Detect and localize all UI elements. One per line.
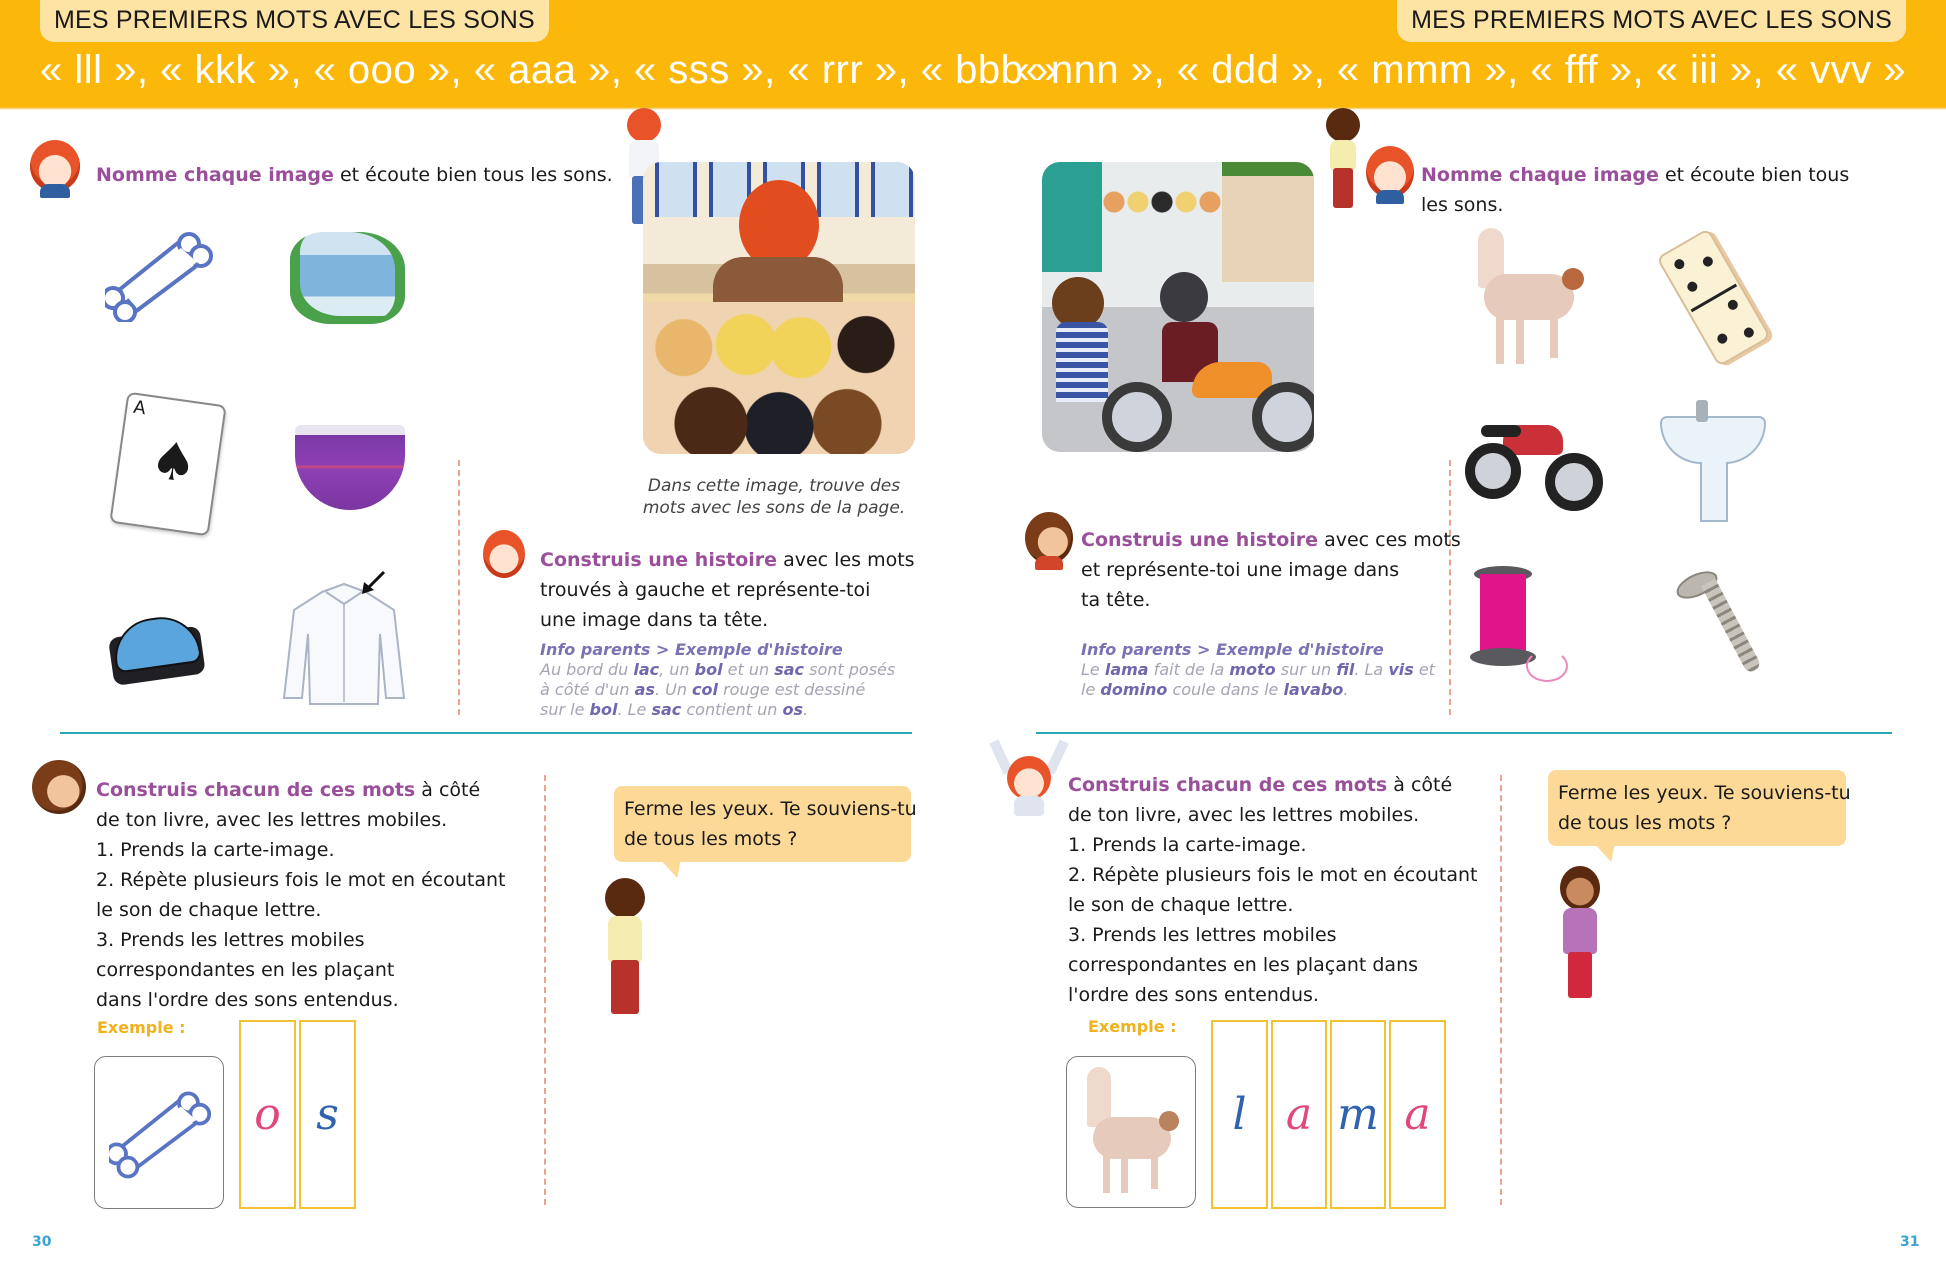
rider-helmet	[1160, 272, 1208, 322]
domino-icon	[1630, 218, 1791, 379]
build-words-instruction: Construis chacun de ces mots à côté de t…	[96, 779, 506, 1011]
letter-tile: o	[239, 1020, 296, 1209]
page-number-left: 30	[32, 1234, 52, 1250]
name-images-instruction: Nomme chaque image et écoute bien tous l…	[1421, 164, 1850, 216]
motorcycle-icon	[1463, 395, 1603, 525]
spade-icon: ♠	[146, 429, 201, 496]
name-images-instruction: Nomme chaque image et écoute bien tous l…	[96, 164, 613, 186]
backpack-icon	[95, 605, 214, 695]
dashed-divider-vertical	[1449, 460, 1451, 715]
llama-icon	[1081, 1067, 1181, 1197]
sink-icon	[1660, 396, 1770, 526]
classroom-scene-illustration	[643, 162, 915, 454]
dashed-divider-vertical	[458, 460, 460, 715]
children-in-background	[1102, 182, 1222, 222]
sounds-title-left: « lll », « kkk », « ooo », « aaa », « ss…	[40, 48, 1058, 92]
motorcycle-street-scene-illustration	[1042, 162, 1314, 452]
letter-tile: m	[1330, 1020, 1386, 1209]
card-corner-label: A	[132, 396, 148, 420]
screw-icon	[1672, 565, 1775, 692]
info-line-1: Le lama fait de la moto sur un fil. La v…	[1081, 660, 1435, 679]
info-line-2: le domino coule dans le lavabo.	[1081, 680, 1349, 699]
bone-icon	[105, 232, 213, 322]
section-divider	[60, 732, 912, 734]
section-divider	[1036, 732, 1892, 734]
lake-icon	[290, 232, 405, 324]
sounds-title-right: « nnn », « ddd », « mmm », « fff », « ii…	[1016, 48, 1906, 92]
motorcycle-wheel	[1252, 382, 1314, 452]
llama-icon	[1470, 228, 1588, 368]
letter-tile: a	[1389, 1020, 1446, 1209]
curly-hair-girl-face-icon	[1025, 512, 1073, 570]
picture-card-llama	[1066, 1056, 1196, 1208]
info-line-3: sur le bol. Le sac contient un os.	[540, 700, 809, 719]
shirt-collar-icon	[282, 570, 406, 705]
bone-icon	[109, 1091, 212, 1179]
scene-caption: Dans cette image, trouve des mots avec l…	[642, 476, 906, 518]
curly-hair-girl-avatar-icon	[32, 760, 86, 814]
example-label: Exemple :	[97, 1018, 186, 1037]
bowl-icon	[295, 425, 405, 510]
info-parents-box: Info parents > Exemple d'histoire Au bor…	[540, 640, 896, 719]
teacher-head	[739, 180, 819, 270]
section-tab-left: MES PREMIERS MOTS AVEC LES SONS	[40, 0, 549, 42]
curly-hair-girl-standing-figure	[1318, 108, 1368, 210]
thread-spool-icon	[1470, 566, 1588, 696]
curly-hair-girl-figure	[595, 878, 655, 1018]
build-words-instruction: Construis chacun de ces mots à côté de t…	[1068, 774, 1478, 1006]
orange-motorcycle-tank	[1192, 362, 1272, 398]
letter-tile: a	[1271, 1020, 1327, 1209]
speech-bubble: Ferme les yeux. Te souviens-tu de tous l…	[1548, 770, 1851, 846]
info-line-2: à côté d'un as. Un col rouge est dessiné	[540, 680, 866, 699]
dashed-divider-vertical	[1500, 775, 1502, 1205]
red-hair-boy-face-icon	[483, 530, 525, 578]
picture-card-bone	[94, 1056, 224, 1209]
girl-purple-outfit-figure	[1550, 866, 1610, 1002]
ace-of-spades-card-icon: A ♠	[109, 391, 227, 537]
header-band: MES PREMIERS MOTS AVEC LES SONS « lll »,…	[0, 0, 1946, 110]
man-striped-shirt	[1056, 322, 1108, 402]
info-parents-box: Info parents > Exemple d'histoire Le lam…	[1081, 640, 1435, 699]
letter-tile: l	[1211, 1020, 1268, 1209]
dashed-divider-vertical	[544, 775, 546, 1205]
motorcycle-wheel	[1102, 382, 1172, 452]
section-tab-right: MES PREMIERS MOTS AVEC LES SONS	[1397, 0, 1906, 42]
story-instruction: Construis une histoire avec ces mots et …	[1081, 529, 1461, 611]
info-line-1: Au bord du lac, un bol et un sac sont po…	[540, 660, 896, 679]
story-instruction: Construis une histoire avec les mots tro…	[540, 549, 915, 631]
red-hair-boy-avatar-icon	[30, 140, 80, 198]
page-number-right: 31	[1900, 1234, 1920, 1250]
speech-bubble: Ferme les yeux. Te souviens-tu de tous l…	[614, 786, 917, 862]
man-head	[1052, 277, 1104, 329]
letter-tile: s	[299, 1020, 356, 1209]
example-label: Exemple :	[1088, 1017, 1177, 1036]
children-group	[643, 302, 915, 454]
cheering-red-hair-boy-icon	[989, 738, 1069, 818]
red-hair-boy-avatar-icon	[1366, 146, 1414, 204]
